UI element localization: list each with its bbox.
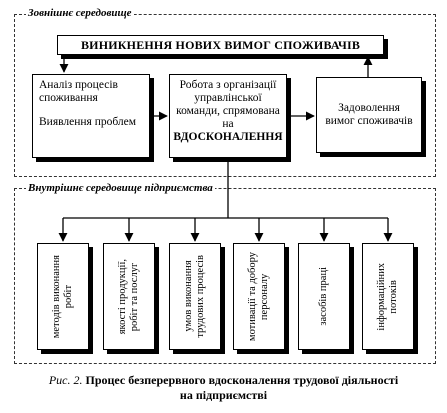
satisfaction-box: Задоволення вимог споживачів — [316, 77, 422, 153]
satisfaction-text: Задоволення вимог споживачів — [325, 102, 413, 127]
new-requirements-bar: ВИНИКНЕННЯ НОВИХ ВИМОГ СПОЖИВАЧІВ — [57, 35, 384, 55]
analysis-line1: Аналіз процесів споживання — [39, 79, 118, 104]
external-environment-label: Зовнішнє середовище — [26, 7, 134, 19]
management-team-text: Робота з організації управлінської коман… — [176, 79, 280, 130]
item-box-motivation: мотивації та добору персоналу — [233, 243, 285, 350]
analysis-box: Аналіз процесів споживання Виявлення про… — [32, 74, 150, 158]
caption-title: Процес безперервного вдосконалення трудо… — [85, 373, 399, 387]
caption-title-line2: на підприємстві — [179, 388, 268, 402]
caption-prefix: Рис. 2. — [48, 373, 83, 387]
management-team-box: Робота з організації управлінської коман… — [169, 74, 287, 158]
item-box-work-methods: методів виконання робіт — [37, 243, 89, 350]
figure-caption: Рис. 2. Процес безперервного вдосконален… — [0, 373, 447, 403]
internal-environment-label: Внутрішнє середовище підприємства — [26, 182, 215, 194]
analysis-line2: Виявлення проблем — [39, 116, 137, 128]
external-environment-region — [14, 14, 436, 177]
internal-environment-region — [14, 188, 436, 364]
item-box-work-conditions: умов виконання трудових процесів — [169, 243, 221, 350]
item-box-information-flows: інформаційних потоків — [362, 243, 414, 350]
improvement-label: ВДОСКОНАЛЕННЯ — [173, 131, 283, 143]
item-box-product-quality: якості продукції, робіт та послуг — [103, 243, 155, 350]
item-box-means-of-labor: засобів праці — [298, 243, 350, 350]
